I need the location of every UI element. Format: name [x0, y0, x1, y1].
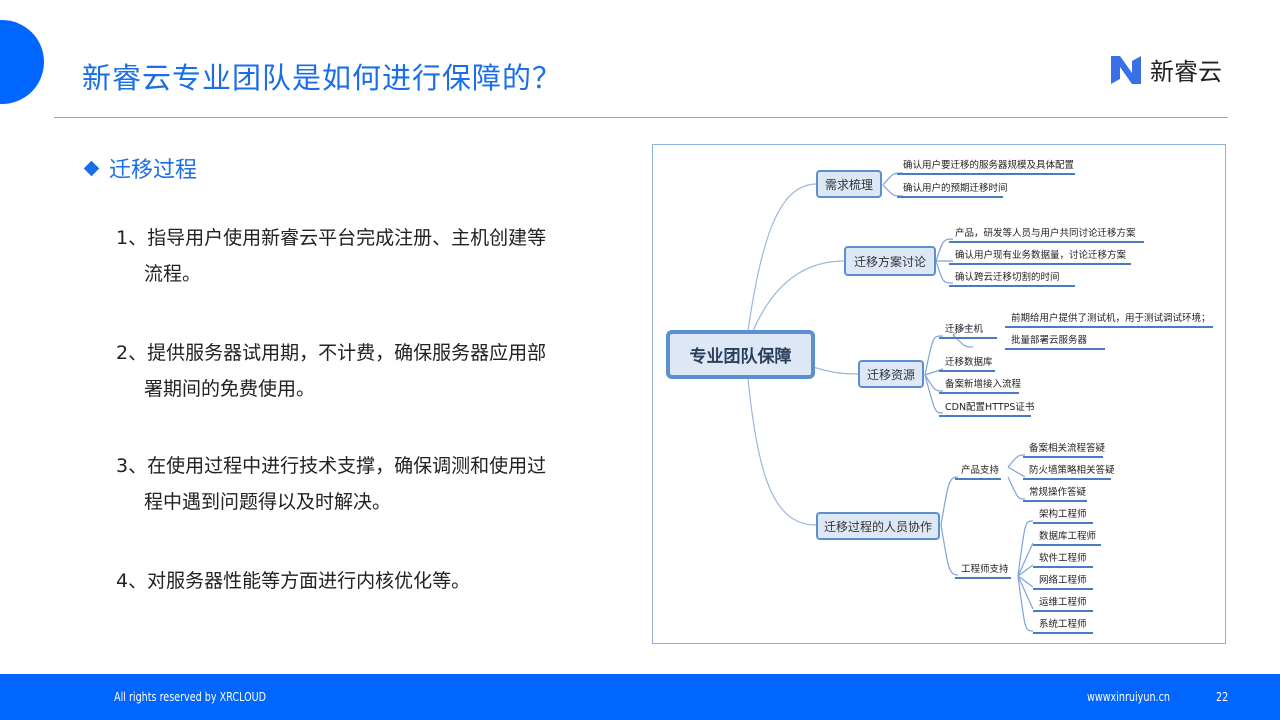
leaf: 确认跨云迁移切割的时间	[949, 269, 1075, 287]
leaf: 数据库工程师	[1033, 528, 1101, 546]
logo: 新睿云	[1108, 52, 1222, 87]
leaf: 确认用户现有业务数据量，讨论迁移方案	[949, 247, 1131, 265]
list-item: 4、对服务器性能等方面进行内核优化等。	[116, 563, 596, 599]
leaf: 系统工程师	[1033, 616, 1093, 634]
leaf: 迁移数据库	[939, 354, 995, 372]
mind-map-root: 专业团队保障	[666, 330, 815, 379]
item-text: 4、对服务器性能等方面进行内核优化等。	[116, 570, 471, 592]
logo-icon	[1111, 55, 1141, 84]
list-item: 1、指导用户使用新睿云平台完成注册、主机创建等流程。	[116, 220, 596, 292]
leaf: 产品，研发等人员与用户共同讨论迁移方案	[949, 225, 1144, 243]
corner-decoration	[0, 20, 44, 104]
leaf: 架构工程师	[1033, 506, 1093, 524]
leaf: 前期给用户提供了测试机，用于测试调试环境；	[1005, 310, 1213, 328]
sub-branch-host: 迁移主机	[939, 321, 997, 339]
leaf: 软件工程师	[1033, 550, 1093, 568]
footer-url: wwwxinruiyun.cn	[1087, 690, 1170, 704]
footer: All rights reserved by XRCLOUD wwwxinrui…	[0, 674, 1280, 720]
leaf: 备案相关流程答疑	[1023, 440, 1105, 458]
item-text: 2、提供服务器试用期，不计费，确保服务器应用部	[116, 342, 547, 364]
sub-branch-engineer-support: 工程师支持	[955, 561, 1011, 579]
section-heading-text: 迁移过程	[109, 158, 198, 183]
mind-map: 专业团队保障 需求梳理 迁移方案讨论 迁移资源 迁移过程的人员协作 确认用户要迁…	[652, 144, 1226, 644]
branch-requirements: 需求梳理	[816, 170, 882, 198]
item-text: 3、在使用过程中进行技术支撑，确保调测和使用过	[116, 455, 547, 477]
branch-plan-discussion: 迁移方案讨论	[844, 246, 936, 276]
item-text-cont: 署期间的免费使用。	[144, 378, 316, 400]
leaf: 网络工程师	[1033, 572, 1093, 590]
section-heading: 迁移过程	[83, 152, 198, 184]
diamond-bullet-icon	[83, 160, 100, 176]
page-title: 新睿云专业团队是如何进行保障的？	[82, 61, 563, 95]
leaf: 确认用户要迁移的服务器规模及具体配置	[897, 157, 1075, 175]
leaf: 防火墙策略相关答疑	[1023, 462, 1115, 480]
leaf: 运维工程师	[1033, 594, 1093, 612]
leaf: 批量部署云服务器	[1005, 332, 1105, 350]
logo-text: 新睿云	[1150, 58, 1222, 86]
list-item: 2、提供服务器试用期，不计费，确保服务器应用部署期间的免费使用。	[116, 335, 596, 407]
leaf: 确认用户的预期迁移时间	[897, 180, 1008, 198]
footer-rights: All rights reserved by XRCLOUD	[114, 690, 267, 704]
mind-map-connectors	[747, 172, 1034, 632]
list-item: 3、在使用过程中进行技术支撑，确保调测和使用过程中遇到问题得以及时解决。	[116, 448, 596, 520]
leaf: 常规操作答疑	[1023, 484, 1087, 502]
branch-collaboration: 迁移过程的人员协作	[816, 512, 940, 540]
branch-resources: 迁移资源	[858, 360, 924, 388]
header-divider	[54, 117, 1228, 118]
leaf: 备案新增接入流程	[939, 376, 1021, 394]
item-text-cont: 流程。	[144, 263, 202, 285]
page-number: 22	[1216, 690, 1229, 704]
item-text-cont: 程中遇到问题得以及时解决。	[144, 491, 392, 513]
item-text: 1、指导用户使用新睿云平台完成注册、主机创建等	[116, 227, 547, 249]
sub-branch-product-support: 产品支持	[955, 462, 1001, 480]
leaf: CDN配置HTTPS证书	[939, 399, 1034, 417]
